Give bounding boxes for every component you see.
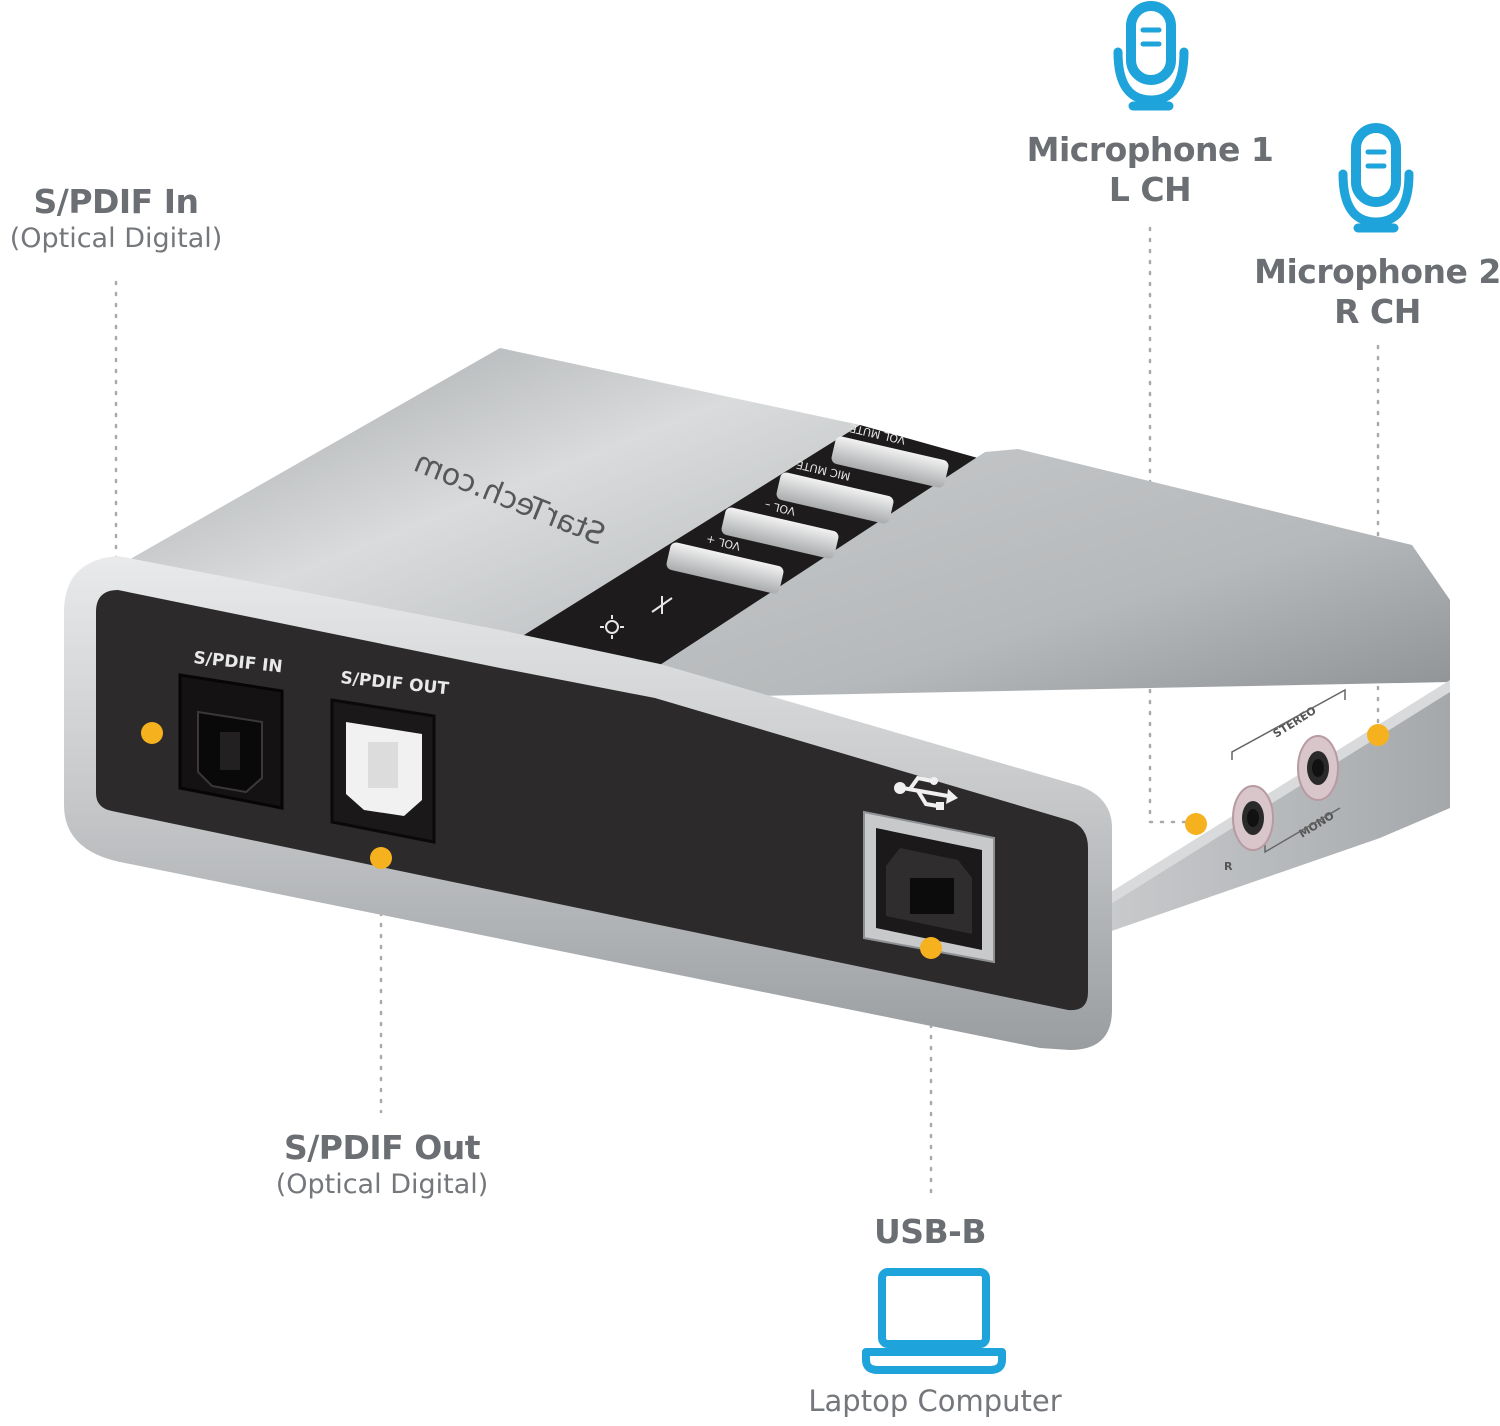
led-sun-icon (600, 615, 624, 639)
marker-mic1 (1185, 813, 1207, 835)
marker-spdif-in (141, 722, 163, 744)
spdif-in-title: S/PDIF In (33, 182, 199, 221)
vol-down-button[interactable] (720, 506, 839, 559)
usb-title: USB-B (873, 1212, 987, 1251)
button-strip (508, 425, 985, 678)
mic-mute-glyph-icon (651, 596, 673, 614)
laptop-callout: Laptop Computer (780, 1384, 1090, 1418)
usb-symbol-icon (894, 775, 958, 810)
port-markers (141, 722, 1389, 959)
spdif-in-callout: S/PDIF In (Optical Digital) (0, 182, 232, 256)
microphone-icon (1113, 1, 1189, 111)
top-panel-left (118, 348, 860, 645)
mic1-callout: Microphone 1 L CH (1010, 130, 1290, 210)
spdif-out-callout: S/PDIF Out (Optical Digital) (248, 1128, 516, 1202)
mic-mute-button[interactable] (775, 471, 894, 524)
spdif-out-port (330, 698, 436, 844)
vol-up-button[interactable] (665, 541, 784, 594)
control-buttons: VOL MUTE MIC MUTE VOL – VOL + (600, 421, 949, 639)
usb-callout: USB-B (830, 1212, 1030, 1252)
marker-usb (920, 937, 942, 959)
mic2-channel: R CH (1334, 292, 1421, 331)
mic2-callout: Microphone 2 R CH (1240, 252, 1500, 332)
spdif-out-subtitle: (Optical Digital) (275, 1169, 489, 1200)
spdif-in-port (178, 673, 284, 810)
microphone-icon (1338, 123, 1414, 233)
mic1-channel: L CH (1108, 170, 1192, 209)
front-panel (96, 590, 1088, 1011)
spdif-out-title: S/PDIF Out (283, 1128, 481, 1167)
marker-spdif-out (370, 847, 392, 869)
sound-card-device: StarTech.com VOL MUTE MIC MUTE VOL – VOL… (64, 348, 1450, 1050)
marker-mic2 (1367, 724, 1389, 746)
mic2-title: Microphone 2 (1254, 252, 1500, 291)
vol-mute-button[interactable] (830, 435, 949, 488)
stereo-label: STEREO (1271, 704, 1319, 741)
r-channel-label: R (1224, 860, 1233, 873)
mic1-title: Microphone 1 (1026, 130, 1274, 169)
side-face-right (1098, 685, 1450, 935)
laptop-caption: Laptop Computer (808, 1384, 1062, 1418)
usb-b-port (863, 810, 995, 964)
laptop-icon (862, 1268, 1006, 1374)
spdif-in-subtitle: (Optical Digital) (9, 223, 223, 254)
top-panel-right (640, 449, 1450, 698)
